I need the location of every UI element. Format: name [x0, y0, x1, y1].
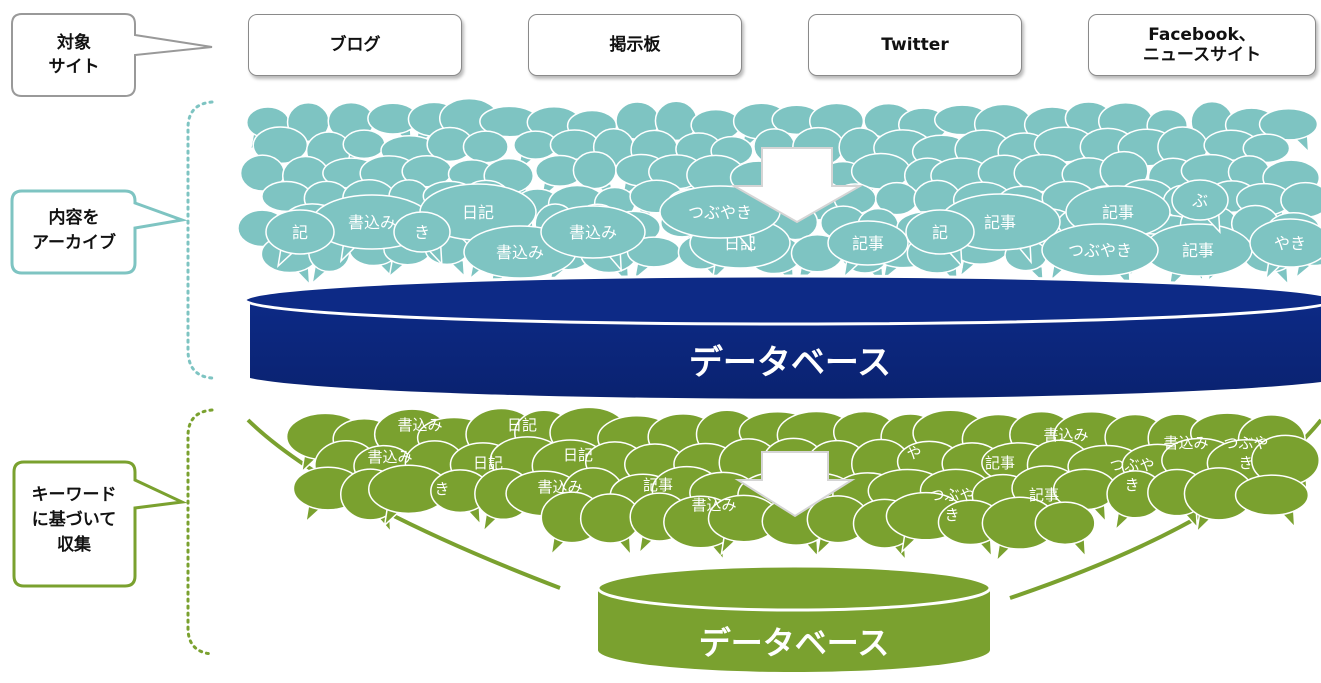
green-bubble-bg — [1106, 470, 1165, 532]
teal-bubble-label: つぶやき — [688, 203, 752, 222]
green-bubble-bg — [1052, 468, 1117, 524]
teal-bubble-label: 記事 — [852, 234, 884, 253]
teal-bubble-label: 記事 — [984, 213, 1016, 232]
green-bubble-label: 記事 — [643, 476, 673, 494]
teal-bubble-label: 書込み — [348, 213, 396, 232]
site-blog: ブログ — [248, 14, 462, 76]
collected-content-bubbles: 書込み日記書込み日記日記記事書込み書込み書込みつぶやき記事つぶやき記事き書込みや… — [285, 406, 1321, 564]
green-bubble-label: つぶやき — [1223, 434, 1268, 472]
green-bubble-label: 日記 — [473, 454, 503, 472]
keyword-bracket — [186, 408, 214, 656]
target-callout: 対象 サイト — [11, 13, 213, 97]
green-bubble-label: 記事 — [1029, 486, 1059, 504]
teal-bubble-label: ぶ — [1192, 191, 1208, 210]
archived-content-bubbles: 書込み日記書込み書込み日記記事記事つぶやき記事つぶやき記き記事記やきぶ — [237, 97, 1321, 293]
site-twitter: Twitter — [808, 14, 1022, 76]
green-bubble-bg — [1034, 501, 1096, 559]
green-bubble-bg — [1183, 467, 1255, 534]
teal-bubble-label: き — [414, 223, 430, 242]
database-bottom-body — [598, 588, 990, 672]
green-bubble-bg — [707, 494, 780, 556]
collect-down-arrow — [734, 451, 856, 518]
green-bubble-label: き — [434, 480, 449, 498]
database-bottom-lid — [596, 564, 992, 612]
database-top-body — [250, 300, 1321, 399]
site-board: 掲示板 — [528, 14, 742, 76]
teal-bubble-bg — [626, 236, 681, 281]
teal-bubble — [905, 209, 975, 269]
keyword-label-line2: に基づいて — [32, 509, 117, 530]
archive-bracket — [186, 100, 214, 380]
teal-bubble-label: やき — [1274, 234, 1306, 253]
teal-bubble — [393, 211, 451, 267]
teal-bubble — [265, 209, 335, 269]
target-label-line2: サイト — [49, 57, 100, 77]
teal-bubble-label: つぶやき — [1068, 241, 1132, 260]
database-top: データベース — [243, 274, 1321, 399]
green-bubble-label: 書込み — [1043, 426, 1088, 444]
archive-callout: 内容を アーカイブ — [10, 189, 188, 275]
database-top-label: データベース — [689, 343, 891, 383]
site-facebook-news-label: Facebook、 ニュースサイト — [1142, 24, 1262, 65]
site-twitter-label: Twitter — [881, 34, 949, 55]
teal-bubble — [1171, 179, 1229, 235]
site-board-label: 掲示板 — [609, 34, 661, 55]
green-bubble-label: つぶやき — [1109, 456, 1154, 494]
teal-bubble-label: 記事 — [1182, 241, 1214, 260]
green-bubble-bg — [1234, 474, 1310, 530]
green-bubble-bg — [981, 496, 1058, 564]
keyword-callout: キーワード に基づいて 収集 — [12, 460, 188, 588]
teal-bubble — [1249, 218, 1321, 282]
archive-down-arrow — [730, 147, 864, 224]
green-bubble-label: 日記 — [507, 416, 537, 434]
teal-bubble-label: 日記 — [462, 203, 494, 222]
keyword-label-line1: キーワード — [32, 485, 117, 505]
target-callout-shape — [11, 13, 213, 97]
database-top-lid — [243, 274, 1321, 326]
green-bubble-label: 書込み — [397, 416, 442, 434]
green-bubble-label: 書込み — [537, 478, 582, 496]
teal-bubble — [540, 205, 646, 273]
site-blog-label: ブログ — [329, 34, 381, 55]
green-bubble-label: 書込み — [691, 496, 736, 514]
database-bottom-label: データベース — [699, 624, 889, 662]
green-bubble-label: や — [906, 444, 921, 462]
green-bubble-bg — [579, 493, 641, 558]
teal-bubble-label: 記 — [292, 223, 308, 242]
teal-bubble-label: 記事 — [1102, 203, 1134, 222]
archive-label-line2: アーカイブ — [32, 232, 116, 253]
archive-label-line1: 内容を — [49, 207, 100, 228]
keyword-label-line3: 収集 — [57, 534, 92, 555]
archive-callout-shape — [10, 189, 188, 275]
teal-bubble-label: 書込み — [496, 243, 544, 262]
teal-bubble-label: 書込み — [569, 223, 617, 242]
database-bottom: データベース — [596, 564, 992, 672]
green-bubble-label: つぶやき — [929, 486, 974, 524]
green-bubble-label: 書込み — [1163, 434, 1208, 452]
green-bubble-label: 日記 — [563, 446, 593, 464]
site-facebook-news: Facebook、 ニュースサイト — [1088, 14, 1316, 76]
green-bubble-label: 記事 — [985, 454, 1015, 472]
target-label-line1: 対象 — [56, 32, 91, 53]
teal-bubble-label: 記 — [932, 223, 948, 242]
teal-bubble — [827, 220, 909, 280]
teal-bubble-bg — [1258, 108, 1319, 154]
green-bubble-label: 書込み — [367, 448, 412, 466]
keyword-callout-shape — [12, 460, 188, 588]
green-bubble-bg — [430, 469, 491, 527]
